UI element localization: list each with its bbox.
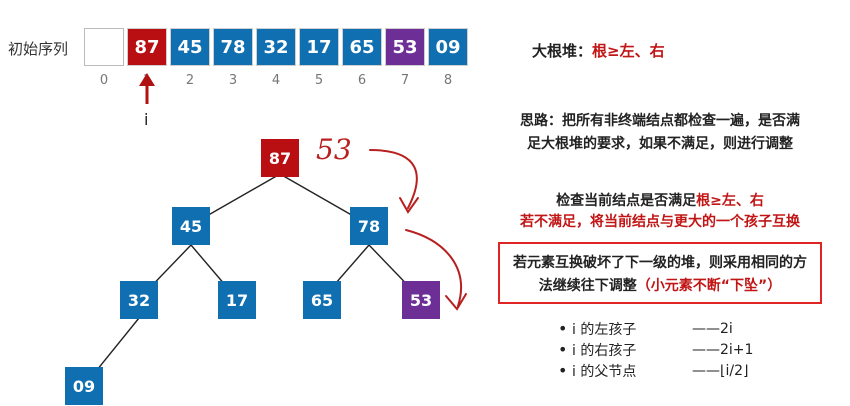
pointer-label: i (144, 110, 149, 129)
array-cell-2: 45 (170, 28, 210, 66)
tree-edges (83, 173, 422, 387)
highlight-box (498, 242, 822, 304)
array-cell-4: 32 (256, 28, 296, 66)
handwritten-note: 53 (316, 133, 352, 166)
tree-node-53: 53 (402, 281, 440, 319)
check-prefix: 检查当前结点是否满足 (556, 193, 697, 209)
array-index: 0 (99, 73, 109, 88)
relation-value: ——⌊i/2⌋ (692, 362, 749, 379)
relation-key: i 的左孩子 (572, 321, 637, 338)
array-cell-0 (84, 28, 124, 66)
tree-node-65: 65 (303, 281, 341, 319)
boxed-line-2-text: 法继续往下调整 (538, 278, 637, 294)
check-line-2: 若不满足，将当前结点与更大的一个孩子互换 (520, 214, 800, 230)
array-index: 2 (185, 73, 195, 88)
relations-list: •i 的左孩子——2i •i 的右孩子——2i+1 •i 的父节点——⌊i/2⌋ (558, 318, 753, 381)
boxed-line-2: 法继续往下调整（小元素不断“下坠”） (498, 275, 822, 295)
array-cell-8: 09 (428, 28, 468, 66)
idea-line-1: 思路：把所有非终端结点都检查一遍，是否满 (520, 113, 800, 129)
list-item: •i 的父节点——⌊i/2⌋ (558, 361, 749, 380)
tree-node-17: 17 (218, 281, 256, 319)
array-cell-6: 65 (342, 28, 382, 66)
tree-node-09: 09 (65, 367, 103, 405)
array-index: 4 (271, 73, 281, 88)
array-cell-7: 53 (385, 28, 425, 66)
heap-definition: 大根堆：根≥左、右 (532, 40, 665, 61)
handwritten-arrows (369, 149, 467, 311)
array-cell-1: 87 (127, 28, 167, 66)
relation-value: ——2i (692, 320, 733, 337)
list-item: •i 的左孩子——2i (558, 319, 733, 338)
array-cell-3: 78 (213, 28, 253, 66)
relation-key: i 的父节点 (572, 363, 637, 380)
boxed-line-2-red: （小元素不断“下坠”） (636, 278, 782, 294)
check-line-1: 检查当前结点是否满足根≥左、右 (490, 190, 830, 210)
tree-node-45: 45 (172, 207, 210, 245)
array-cell-5: 17 (299, 28, 339, 66)
array-index: 7 (400, 73, 410, 88)
boxed-line-1: 若元素互换破坏了下一级的堆，则采用相同的方 (513, 255, 807, 271)
tree-node-87: 87 (261, 139, 299, 177)
array-index: 3 (228, 73, 238, 88)
array-index: 5 (314, 73, 324, 88)
idea-line-2: 足大根堆的要求，如果不满足，则进行调整 (527, 136, 793, 152)
heap-definition-rule: 根≥左、右 (592, 42, 665, 60)
tree-node-32: 32 (120, 281, 158, 319)
array-index: 8 (443, 73, 453, 88)
heap-definition-label: 大根堆： (532, 42, 593, 60)
relation-value: ——2i+1 (692, 341, 754, 358)
array-index: 6 (357, 73, 367, 88)
check-rule: 根≥左、右 (696, 193, 764, 209)
tree-node-78: 78 (350, 207, 388, 245)
pointer-arrow-icon (139, 73, 155, 104)
sequence-label: 初始序列 (8, 40, 69, 58)
list-item: •i 的右孩子——2i+1 (558, 340, 754, 359)
relation-key: i 的右孩子 (572, 342, 637, 359)
